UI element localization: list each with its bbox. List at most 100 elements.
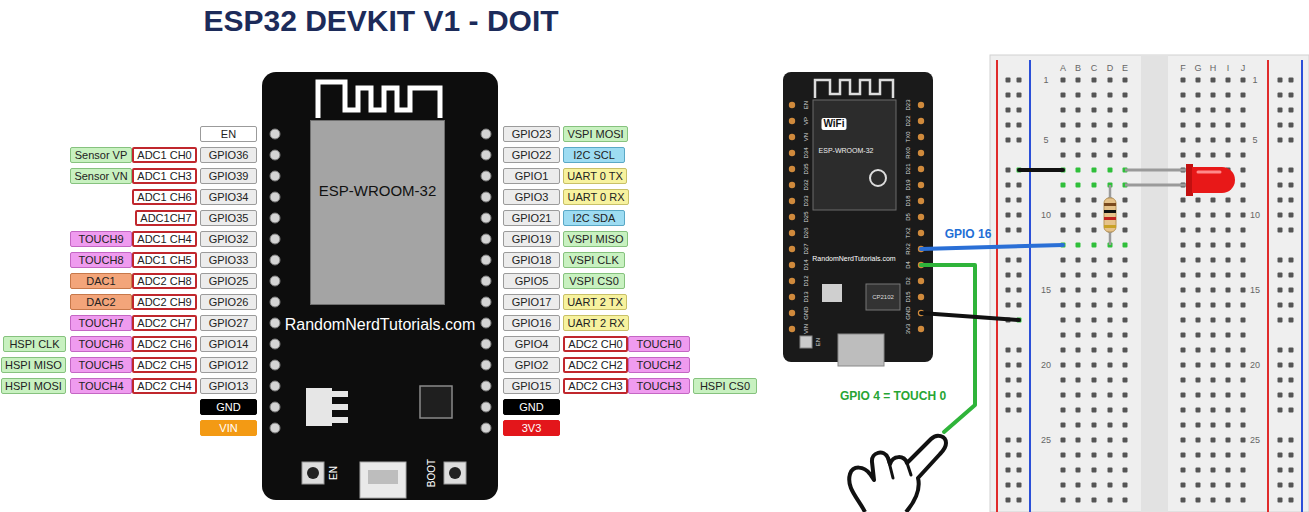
breadboard-hole — [1006, 438, 1011, 443]
breadboard-hole — [1211, 153, 1216, 158]
breadboard-hole — [1181, 108, 1186, 113]
breadboard-hole — [1006, 123, 1011, 128]
resistor-band — [1104, 225, 1116, 228]
pin-name: VSPI CS0 — [569, 276, 619, 287]
esp32-board: RandomNerdTutorials.com ESP-WROOM-32 — [262, 72, 498, 500]
pin-name: TOUCH8 — [78, 255, 123, 266]
pin-name: GND — [216, 402, 240, 413]
pin-dot — [481, 360, 491, 370]
wifi-module: ESP-WROOM-32 — [310, 120, 445, 305]
breadboard-hole — [1076, 228, 1081, 233]
breadboard-hole — [1061, 423, 1066, 428]
board-watermark: RandomNerdTutorials.com — [262, 317, 498, 333]
pin-label: ADC2 CH0 — [563, 336, 628, 352]
breadboard-hole — [1211, 483, 1216, 488]
pin-dot — [789, 102, 795, 108]
pin-dot — [918, 134, 924, 140]
led-body — [1192, 167, 1235, 193]
pin-name: HSPI CLK — [9, 339, 59, 350]
breadboard-hole — [1181, 318, 1186, 323]
pin-label: GPIO1 — [503, 168, 560, 184]
breadboard-hole — [1092, 348, 1097, 353]
pin-label: GPIO17 — [503, 294, 560, 310]
pin-dot — [270, 150, 280, 160]
breadboard-hole — [1108, 498, 1113, 503]
breadboard-hole — [1241, 243, 1246, 248]
breadboard-hole — [1123, 423, 1128, 428]
pin-label: HSPI CS0 — [693, 378, 757, 394]
breadboard-hole — [1226, 228, 1231, 233]
pin-name: ADC1 CH6 — [137, 192, 191, 203]
small-board — [783, 72, 933, 362]
pin-dot — [789, 134, 795, 140]
pin-label: GPIO25 — [200, 273, 257, 289]
breadboard-hole — [1092, 93, 1097, 98]
pin-name: D13 — [803, 291, 809, 302]
breadboard-hole — [1289, 378, 1294, 383]
pin-name: D4 — [905, 261, 911, 269]
en-button-cap — [307, 467, 319, 479]
pin-name: ADC1 CH5 — [137, 255, 191, 266]
breadboard-hole — [1123, 453, 1128, 458]
row-number: 25 — [1250, 436, 1260, 445]
breadboard-hole — [1061, 483, 1066, 488]
breadboard-hole — [1181, 348, 1186, 353]
pin-label: GPIO3 — [503, 189, 560, 205]
small-regulator — [822, 284, 842, 302]
pin-dot — [270, 192, 280, 202]
breadboard-hole — [1017, 303, 1022, 308]
breadboard-hole — [1241, 348, 1246, 353]
breadboard-hole — [1076, 468, 1081, 473]
breadboard-hole — [1006, 273, 1011, 278]
pin-name: DAC2 — [86, 297, 115, 308]
pin-label: TOUCH8 — [70, 252, 132, 268]
breadboard-hole — [1196, 318, 1201, 323]
breadboard-hole — [1278, 378, 1283, 383]
breadboard-hole — [1006, 303, 1011, 308]
breadboard-hole — [1211, 258, 1216, 263]
breadboard-hole — [1241, 393, 1246, 398]
breadboard-hole — [1006, 483, 1011, 488]
column-letter: H — [1210, 64, 1217, 73]
breadboard-hole — [1006, 468, 1011, 473]
breadboard-hole — [1061, 258, 1066, 263]
pin-label: GPIO21 — [503, 210, 560, 226]
pin-label: TOUCH9 — [70, 231, 132, 247]
breadboard-hole — [1211, 213, 1216, 218]
pin-name: UART 0 RX — [567, 192, 624, 203]
pin-name: ADC2 CH9 — [137, 297, 191, 308]
row-number: 10 — [1250, 211, 1260, 220]
breadboard-hole — [1061, 438, 1066, 443]
breadboard-hole — [1196, 228, 1201, 233]
pin-label: ADC2 CH4 — [132, 378, 197, 394]
breadboard-hole — [1211, 378, 1216, 383]
pin-dot — [270, 318, 280, 328]
gnd-jumper-wire — [1019, 168, 1063, 172]
pin-label: GND — [200, 399, 257, 415]
breadboard-hole — [1241, 483, 1246, 488]
pin-name: ADC1 CH3 — [137, 171, 191, 182]
pin-name: GPIO21 — [512, 213, 552, 224]
pin-name: HSPI CS0 — [700, 381, 750, 392]
breadboard-hole — [1289, 213, 1294, 218]
pin-label: GPIO4 — [503, 336, 560, 352]
breadboard-hole — [1211, 93, 1216, 98]
pin-dot — [270, 402, 280, 412]
breadboard-hole — [1061, 78, 1066, 83]
diagram-title: ESP32 DEVKIT V1 - DOIT — [0, 4, 762, 38]
breadboard-hole — [1278, 198, 1283, 203]
breadboard-hole — [1076, 303, 1081, 308]
regulator-pin — [332, 417, 348, 423]
pin-name: D14 — [803, 259, 809, 270]
pin-dot — [789, 278, 795, 284]
rail-minus-line — [1301, 60, 1303, 512]
breadboard-hole — [1211, 78, 1216, 83]
breadboard-hole — [1226, 408, 1231, 413]
breadboard-hole — [1076, 333, 1081, 338]
breadboard-hole — [1196, 273, 1201, 278]
breadboard-hole — [1278, 393, 1283, 398]
led-flange — [1186, 164, 1193, 196]
breadboard-hole — [1076, 318, 1081, 323]
breadboard-hole — [1241, 453, 1246, 458]
breadboard-hole — [1196, 468, 1201, 473]
